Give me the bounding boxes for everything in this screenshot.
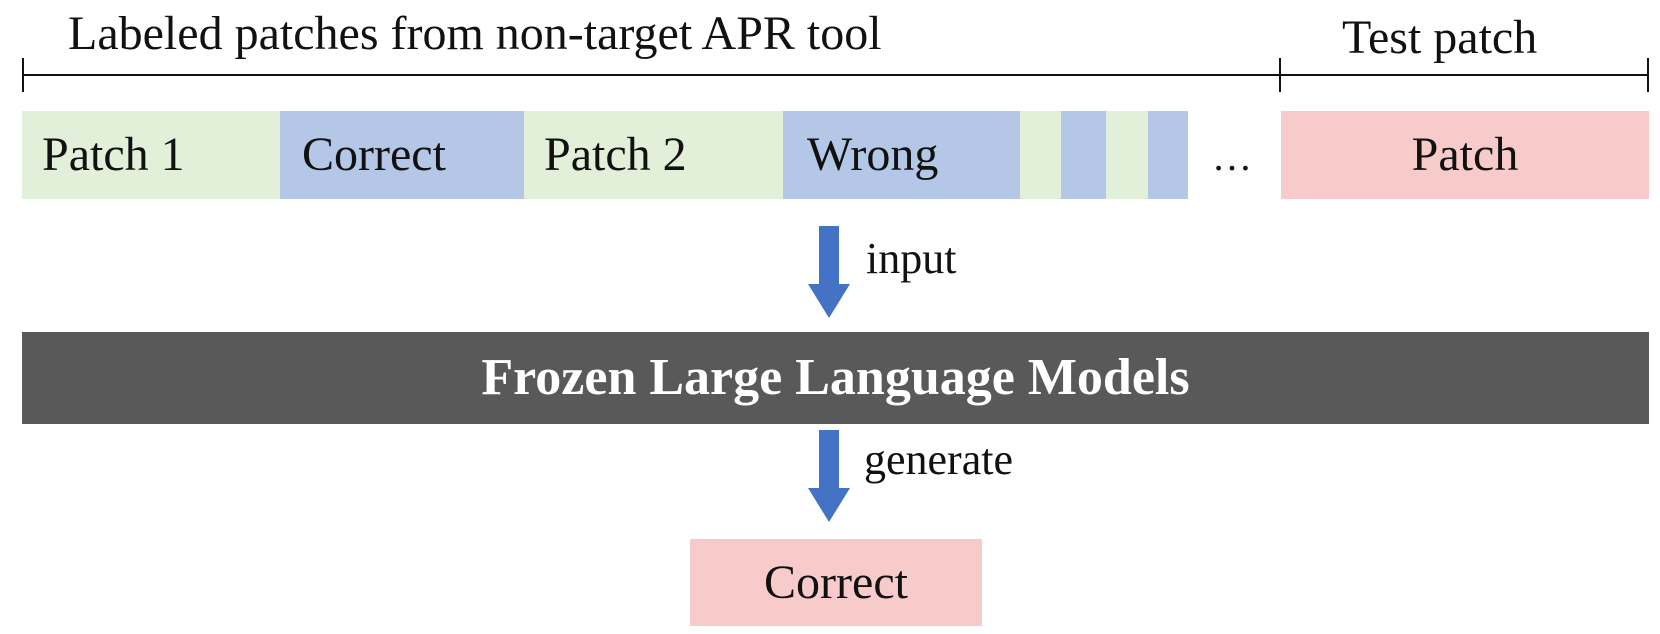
small-label-segment	[1061, 111, 1106, 199]
small-patch-segment	[1106, 111, 1148, 199]
bracket-tick-middle	[1279, 58, 1281, 92]
ellipsis: …	[1212, 134, 1252, 179]
frozen-llm-block: Frozen Large Language Models	[22, 332, 1649, 424]
bracket-tick-left	[22, 58, 24, 92]
patch-2-segment: Patch 2	[524, 111, 783, 199]
test-patch-segment: Patch	[1281, 111, 1649, 199]
model-title: Frozen Large Language Models	[481, 349, 1190, 406]
small-label-segment	[1148, 111, 1188, 199]
patch-1-segment: Patch 1	[22, 111, 280, 199]
correct-label-segment: Correct	[280, 111, 524, 199]
bracket-tick-right	[1647, 58, 1649, 92]
test-bracket-line	[1280, 74, 1648, 76]
test-patch-heading: Test patch	[1342, 11, 1538, 64]
output-correct-box: Correct	[690, 539, 982, 626]
labeled-patches-heading: Labeled patches from non-target APR tool	[68, 7, 882, 60]
down-arrow-icon	[808, 226, 850, 318]
generate-label: generate	[864, 435, 1013, 484]
training-bracket-line	[22, 74, 1280, 76]
down-arrow-icon	[808, 430, 850, 522]
wrong-label-segment: Wrong	[783, 111, 1020, 199]
small-patch-segment	[1020, 111, 1061, 199]
input-label: input	[866, 234, 957, 283]
